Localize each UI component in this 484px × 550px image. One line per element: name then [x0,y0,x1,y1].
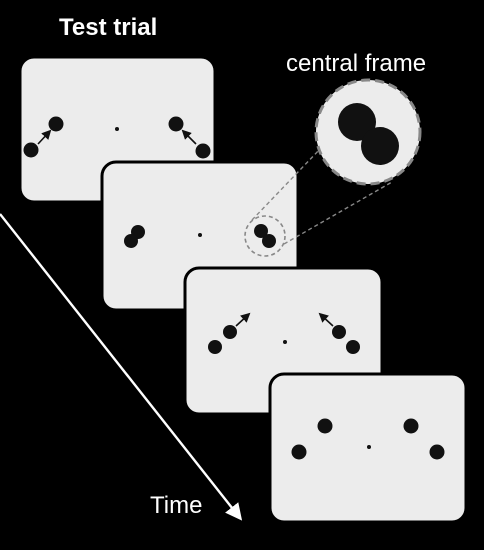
frame-3-disk-right-lower [346,340,360,354]
frame-3-disk-left-upper [223,325,237,339]
zoom-disk-upper [338,103,376,141]
frame-2-magnifier-ring [244,215,286,257]
frame-2-disk-right-a [254,224,268,238]
frame-4-disk-left-upper [317,418,333,434]
frame-1-motion-arrow-left [37,129,52,145]
time-arrow-line [0,213,243,521]
zoom-connector-lower [283,181,393,245]
frame-4 [268,372,468,524]
frame-1-disk-left-inner [48,116,64,132]
zoom-disk-lower [361,127,399,165]
frame-3-disk-right-upper [332,325,346,339]
frame-1-disk-right-inner [168,116,184,132]
diagram-title: Test trial [59,14,158,41]
frame-3-motion-arrow-right [318,312,334,327]
time-axis-label: Time [150,492,203,519]
frame-1-fixation-dot [115,127,119,131]
frame-1-motion-arrow-right [181,129,197,145]
zoom-connector-upper [251,147,322,221]
frame-2-disk-left-b [124,234,138,248]
frame-4-disk-right-upper [403,418,419,434]
frame-3-motion-arrow-left [235,312,251,327]
frame-3-fixation-dot [283,340,287,344]
central-frame-zoom [314,78,422,186]
frame-3-disk-left-lower [208,340,222,354]
frame-2-disk-right-b [262,234,276,248]
frame-1-disk-left-outer [23,142,39,158]
zoom-label: central frame [286,50,427,77]
frame-1-disk-right-outer [195,143,211,159]
frame-4-fixation-dot [367,445,371,449]
frame-4-disk-left-lower [291,444,307,460]
frame-2-fixation-dot [198,233,202,237]
frame-4-disk-right-lower [429,444,445,460]
zoom-circle-border [314,78,422,186]
